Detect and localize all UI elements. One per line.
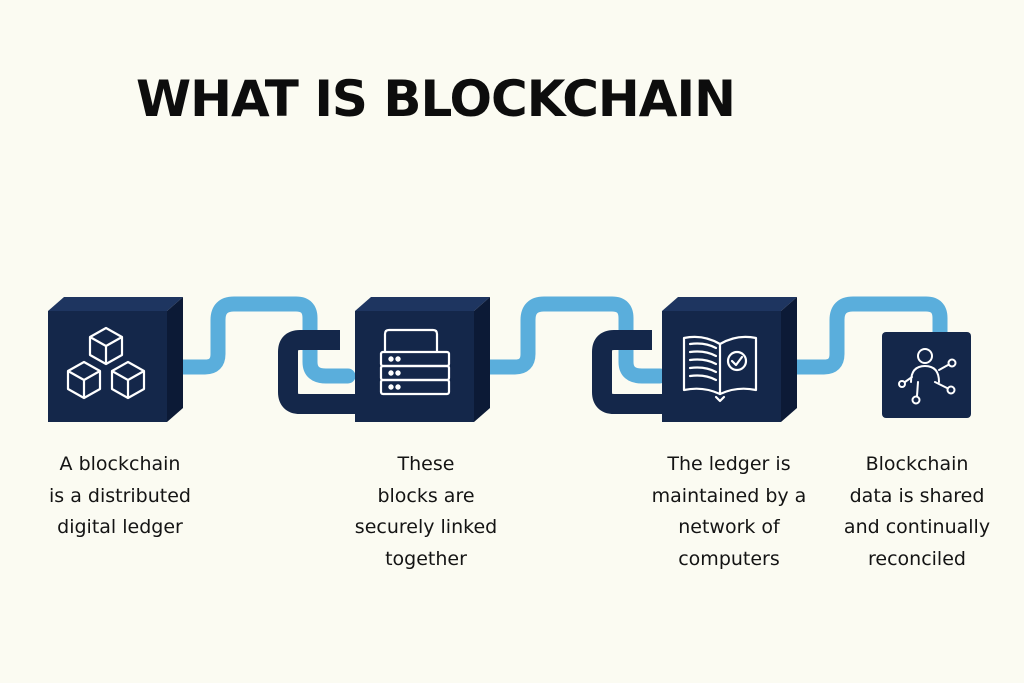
caption-line: data is shared bbox=[849, 484, 985, 507]
link-bracket-2 bbox=[592, 330, 662, 414]
block-4 bbox=[882, 332, 971, 418]
caption-line: maintained by a bbox=[651, 484, 807, 507]
caption-line: reconciled bbox=[868, 547, 966, 570]
block-3 bbox=[662, 297, 797, 422]
caption-step-1: A blockchain is a distributed digital le… bbox=[35, 449, 205, 544]
link-bracket-1 bbox=[278, 330, 355, 414]
connector-2-3 bbox=[476, 296, 668, 384]
caption-line: Blockchain bbox=[865, 453, 969, 475]
caption-line: network of bbox=[678, 516, 780, 538]
caption-line: computers bbox=[678, 547, 780, 570]
caption-step-4: Blockchain data is shared and continuall… bbox=[832, 449, 1002, 575]
connectors bbox=[168, 296, 948, 384]
server-stack-icon bbox=[379, 328, 451, 396]
caption-line: is a distributed bbox=[49, 484, 191, 507]
caption-line: The ledger is bbox=[667, 453, 791, 475]
caption-line: and continually bbox=[843, 516, 991, 538]
caption-line: securely linked bbox=[354, 516, 498, 538]
caption-line: digital ledger bbox=[57, 516, 183, 538]
page-title: WHAT IS BLOCKCHAIN bbox=[136, 70, 736, 128]
open-book-check-icon bbox=[682, 335, 758, 403]
cubes-icon bbox=[66, 326, 146, 400]
caption-step-3: The ledger is maintained by a network of… bbox=[644, 449, 814, 575]
connector-1-2 bbox=[168, 296, 356, 384]
link-brackets bbox=[278, 330, 662, 414]
caption-line: blocks are bbox=[377, 484, 475, 507]
caption-line: These bbox=[397, 453, 455, 475]
connector-3-4 bbox=[789, 296, 948, 375]
caption-line: A blockchain bbox=[59, 453, 181, 475]
block-2 bbox=[355, 297, 490, 422]
network-user-icon bbox=[898, 348, 957, 405]
caption-line: together bbox=[385, 547, 467, 570]
block-1 bbox=[48, 297, 183, 422]
caption-step-2: These blocks are securely linked togethe… bbox=[341, 449, 511, 575]
